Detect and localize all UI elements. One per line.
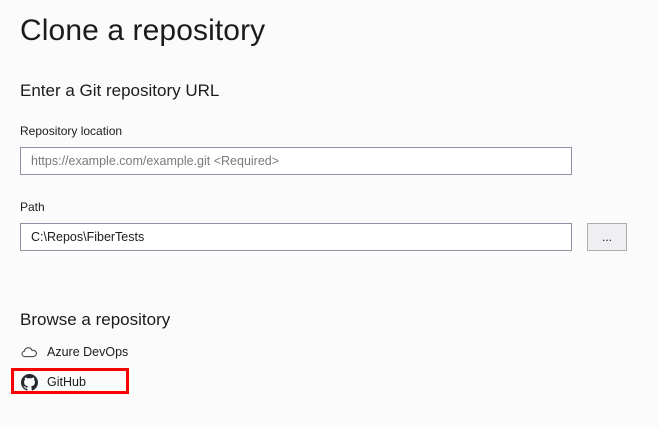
provider-azure-devops[interactable]: Azure DevOps: [20, 342, 128, 362]
section-heading-url: Enter a Git repository URL: [20, 81, 220, 100]
provider-github-label: GitHub: [47, 375, 86, 389]
repository-location-label: Repository location: [20, 124, 123, 138]
github-icon: [20, 373, 38, 391]
repository-location-input[interactable]: [20, 147, 572, 175]
page-title: Clone a repository: [20, 14, 266, 47]
provider-azure-devops-label: Azure DevOps: [47, 345, 129, 359]
path-label: Path: [20, 200, 45, 214]
cloud-icon: [20, 343, 38, 361]
section-heading-browse: Browse a repository: [20, 310, 171, 329]
provider-github[interactable]: GitHub: [20, 372, 86, 392]
browse-path-button[interactable]: ...: [587, 223, 627, 251]
path-input[interactable]: [20, 223, 572, 251]
